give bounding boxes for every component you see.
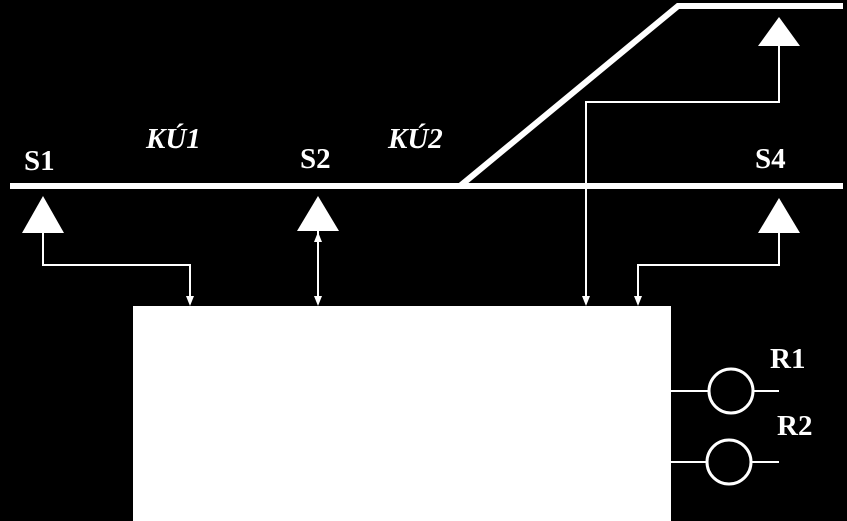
- label-ku2: KÚ2: [387, 122, 443, 155]
- wire-s3: [585, 46, 780, 300]
- controller-box: [133, 306, 671, 521]
- label-s2: S2: [300, 143, 331, 175]
- sensor-s4-icon: [758, 198, 800, 233]
- label-r1: R1: [770, 343, 805, 375]
- wire-s1: [42, 233, 191, 300]
- arrow-s2-up-icon: [314, 232, 322, 242]
- sensor-s3-icon: [758, 17, 800, 46]
- label-s1: S1: [24, 145, 55, 177]
- label-ku1: KÚ1: [145, 122, 201, 155]
- label-r2: R2: [777, 410, 812, 442]
- wire-s4: [637, 233, 780, 300]
- relay-r2-icon: [705, 438, 753, 486]
- arrow-s1-icon: [186, 296, 194, 306]
- branch-track: [458, 3, 843, 189]
- arrow-s4-icon: [634, 296, 642, 306]
- arrow-s2-down-icon: [314, 296, 322, 306]
- relay-r1-icon: [707, 367, 755, 415]
- arrow-s3-icon: [582, 296, 590, 306]
- label-s4: S4: [755, 143, 786, 175]
- sensor-s2-icon: [297, 196, 339, 231]
- sensor-s1-icon: [22, 196, 64, 233]
